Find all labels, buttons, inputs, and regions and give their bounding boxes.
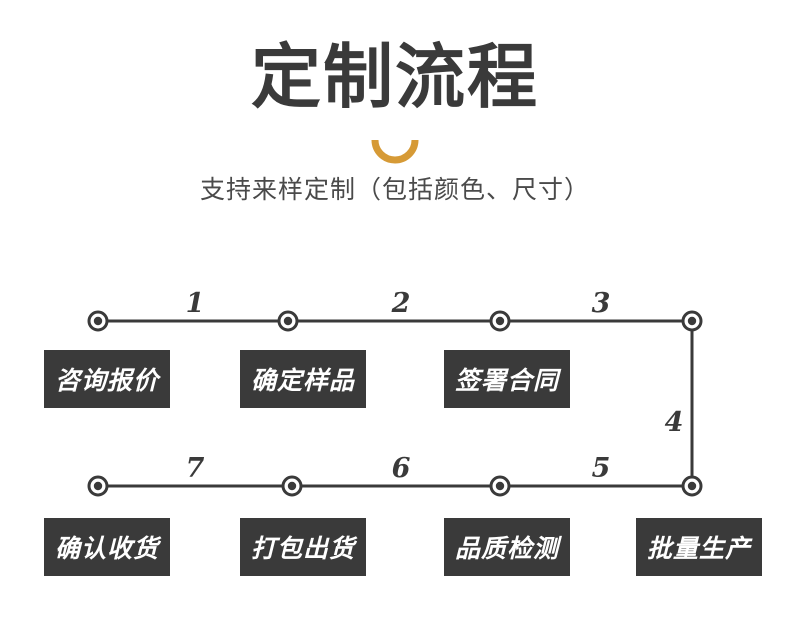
circle-node-icon (281, 475, 303, 497)
arc-divider (0, 134, 790, 164)
step-box-packing-shipment[interactable]: 打包出货 (240, 518, 366, 576)
step-number-1: 1 (185, 288, 205, 319)
page-title: 定制流程 (251, 36, 539, 118)
circle-node-icon (681, 310, 703, 332)
step-number-7: 7 (185, 453, 205, 484)
circle-node-icon (489, 475, 511, 497)
step-box-mass-production[interactable]: 批量生产 (636, 518, 762, 576)
step-number-3: 3 (591, 288, 611, 319)
circle-node-icon (277, 310, 299, 332)
circle-node-icon (87, 310, 109, 332)
step-box-confirm-receipt[interactable]: 确认收货 (44, 518, 170, 576)
step-number-2: 2 (391, 288, 411, 319)
page-subtitle: 支持来样定制（包括颜色、尺寸） (199, 175, 590, 204)
step-box-quality-inspection[interactable]: 品质检测 (444, 518, 570, 576)
step-number-6: 6 (391, 453, 411, 484)
circle-node-icon (681, 475, 703, 497)
step-number-4: 4 (664, 407, 684, 438)
page-header: 定制流程 支持来样定制（包括颜色、尺寸） (0, 0, 790, 206)
step-number-5: 5 (591, 453, 611, 484)
step-box-inquiry-quote[interactable]: 咨询报价 (44, 350, 170, 408)
circle-node-icon (87, 475, 109, 497)
circle-node-icon (489, 310, 511, 332)
arc-divider-icon (371, 139, 419, 164)
step-box-sign-contract[interactable]: 签署合同 (444, 350, 570, 408)
step-box-confirm-sample[interactable]: 确定样品 (240, 350, 366, 408)
